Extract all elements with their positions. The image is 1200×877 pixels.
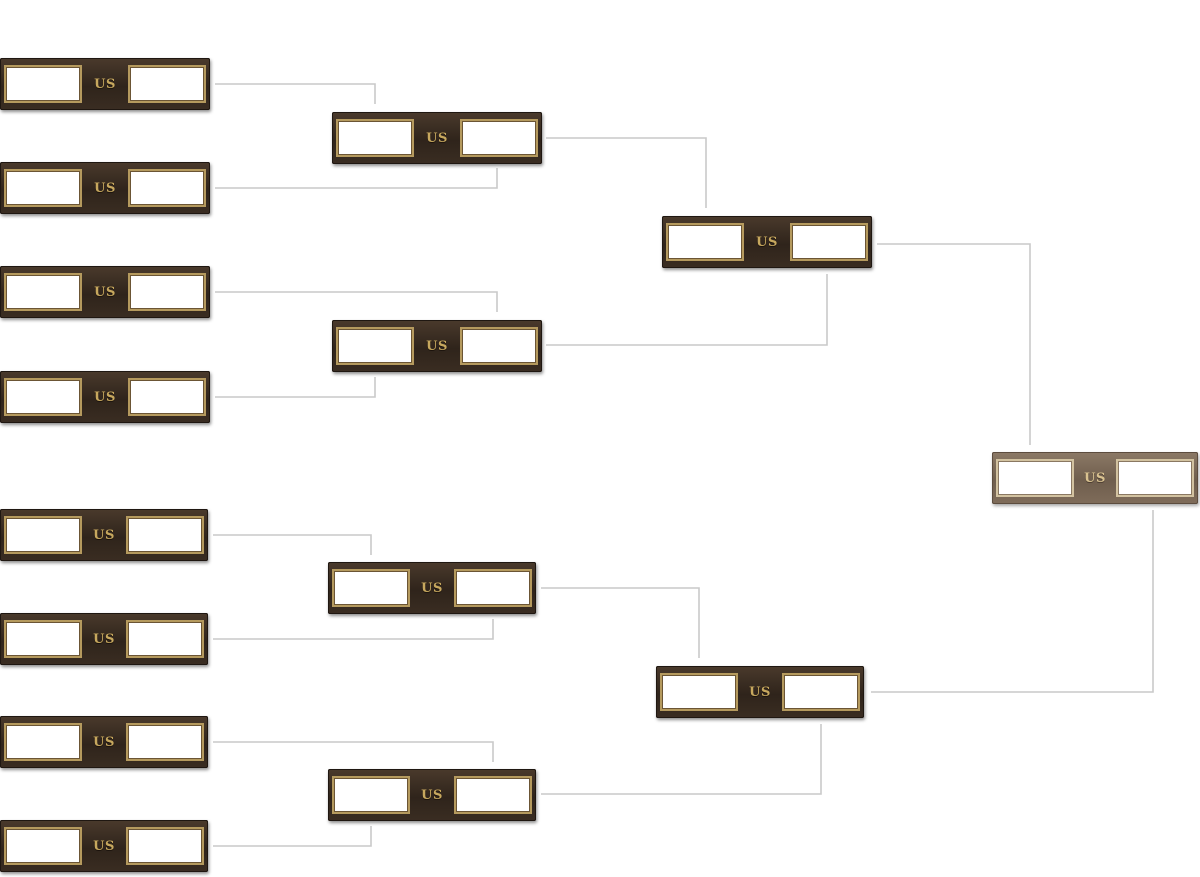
connector-r1m3-r2m2 [215, 291, 498, 312]
matchup-final: US [992, 452, 1198, 504]
connector-r2m1-r3m1 [546, 137, 707, 208]
matchup-r1m2: US [0, 162, 210, 214]
matchup-r3m2: US [656, 666, 864, 718]
matchup-r1m6: US [0, 613, 208, 665]
team-slot-b[interactable] [126, 723, 204, 761]
vs-label: US [93, 734, 115, 750]
team-slot-b[interactable] [454, 776, 532, 814]
team-slot-a[interactable] [666, 223, 744, 261]
team-slot-a[interactable] [332, 569, 410, 607]
team-slot-b[interactable] [128, 169, 206, 207]
team-slot-b[interactable] [790, 223, 868, 261]
vs-label: US [749, 684, 771, 700]
team-slot-b[interactable] [1116, 459, 1194, 497]
team-slot-a[interactable] [4, 273, 82, 311]
team-slot-a[interactable] [336, 119, 414, 157]
matchup-r2m4: US [328, 769, 536, 821]
team-slot-b[interactable] [128, 273, 206, 311]
team-slot-a[interactable] [4, 620, 82, 658]
team-slot-b[interactable] [128, 378, 206, 416]
vs-label: US [426, 130, 448, 146]
connector-r1m6-r2m3 [213, 619, 494, 640]
vs-label: US [94, 76, 116, 92]
team-slot-a[interactable] [4, 65, 82, 103]
vs-label: US [421, 580, 443, 596]
matchup-r3m1: US [662, 216, 872, 268]
team-slot-b[interactable] [460, 327, 538, 365]
team-slot-a[interactable] [4, 169, 82, 207]
connector-r1m8-r2m4 [213, 826, 372, 847]
connector-r2m2-r3m1 [546, 274, 828, 346]
team-slot-a[interactable] [4, 723, 82, 761]
team-slot-a[interactable] [4, 378, 82, 416]
connector-r1m2-r2m1 [215, 168, 498, 189]
team-slot-b[interactable] [460, 119, 538, 157]
matchup-r1m1: US [0, 58, 210, 110]
team-slot-a[interactable] [660, 673, 738, 711]
team-slot-a[interactable] [4, 827, 82, 865]
matchup-r2m3: US [328, 562, 536, 614]
matchup-r2m2: US [332, 320, 542, 372]
connector-r2m3-r3m2 [541, 587, 700, 658]
team-slot-a[interactable] [332, 776, 410, 814]
connector-r3m2-final [871, 510, 1154, 693]
team-slot-b[interactable] [126, 827, 204, 865]
connector-r2m4-r3m2 [541, 724, 822, 795]
vs-label: US [94, 180, 116, 196]
matchup-r1m4: US [0, 371, 210, 423]
vs-label: US [93, 838, 115, 854]
matchup-r1m3: US [0, 266, 210, 318]
team-slot-a[interactable] [336, 327, 414, 365]
connector-r3m1-final [877, 243, 1031, 445]
connector-r1m5-r2m3 [213, 534, 372, 555]
team-slot-a[interactable] [4, 516, 82, 554]
connector-r1m1-r2m1 [215, 83, 376, 104]
vs-label: US [756, 234, 778, 250]
team-slot-b[interactable] [128, 65, 206, 103]
vs-label: US [94, 389, 116, 405]
vs-label: US [94, 284, 116, 300]
team-slot-b[interactable] [126, 516, 204, 554]
vs-label: US [426, 338, 448, 354]
vs-label: US [1084, 470, 1106, 486]
matchup-r1m5: US [0, 509, 208, 561]
vs-label: US [421, 787, 443, 803]
team-slot-b[interactable] [454, 569, 532, 607]
matchup-r1m7: US [0, 716, 208, 768]
team-slot-b[interactable] [782, 673, 860, 711]
team-slot-b[interactable] [126, 620, 204, 658]
vs-label: US [93, 631, 115, 647]
connector-r1m4-r2m2 [215, 377, 376, 398]
matchup-r1m8: US [0, 820, 208, 872]
matchup-r2m1: US [332, 112, 542, 164]
team-slot-a[interactable] [996, 459, 1074, 497]
connector-r1m7-r2m4 [213, 741, 494, 762]
vs-label: US [93, 527, 115, 543]
